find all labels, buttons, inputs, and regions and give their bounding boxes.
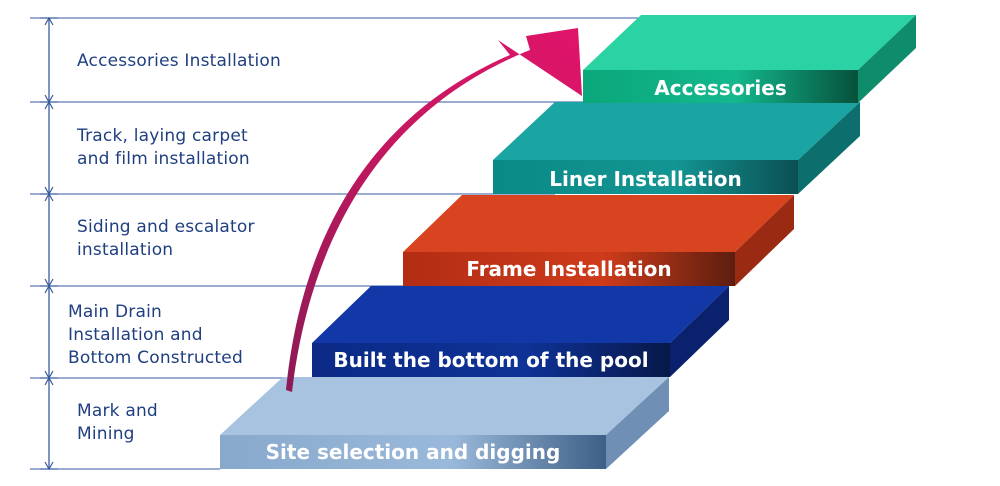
slab-side-face (735, 195, 794, 286)
slab-front-face (493, 160, 798, 194)
slab-top-face (493, 102, 860, 160)
stage-description: Mark and Mining (77, 401, 158, 444)
slab-front-face (403, 252, 735, 286)
axis-arrow-up (44, 192, 54, 202)
axis-arrow-up (44, 16, 54, 26)
slab-front-face (583, 70, 858, 103)
stage-description: Track, laying carpet and film installati… (77, 126, 250, 169)
stage-label: Frame Installation (466, 257, 672, 281)
slab-side-face (606, 377, 669, 469)
stage-description: Main Drain Installation and Bottom Const… (68, 302, 243, 368)
stage-label: Built the bottom of the pool (333, 348, 649, 372)
axis-arrow-up (44, 284, 54, 294)
slab-side-face (858, 15, 916, 103)
slab-front-face (220, 435, 606, 469)
axis-arrow-up (44, 100, 54, 110)
slab-side-face (670, 286, 729, 377)
stage-description: Siding and escalator installation (77, 217, 255, 260)
stage-description: Accessories Installation (77, 51, 281, 71)
step-slab (220, 377, 669, 469)
slab-top-face (403, 195, 794, 252)
progress-arrow (286, 28, 582, 392)
stage-label: Liner Installation (549, 167, 742, 191)
slab-top-face (220, 377, 669, 435)
slab-top-face (583, 15, 916, 70)
step-slab (493, 102, 860, 194)
step-slab (583, 15, 916, 103)
slab-top-face (312, 286, 729, 343)
step-slab (312, 286, 729, 377)
axis-arrow-down (44, 461, 54, 471)
stage-label: Accessories (654, 76, 787, 100)
step-slab (403, 195, 794, 286)
slab-front-face (312, 343, 670, 377)
axis-arrow-up (44, 376, 54, 386)
stage-label: Site selection and digging (265, 440, 561, 464)
slab-side-face (798, 102, 860, 194)
